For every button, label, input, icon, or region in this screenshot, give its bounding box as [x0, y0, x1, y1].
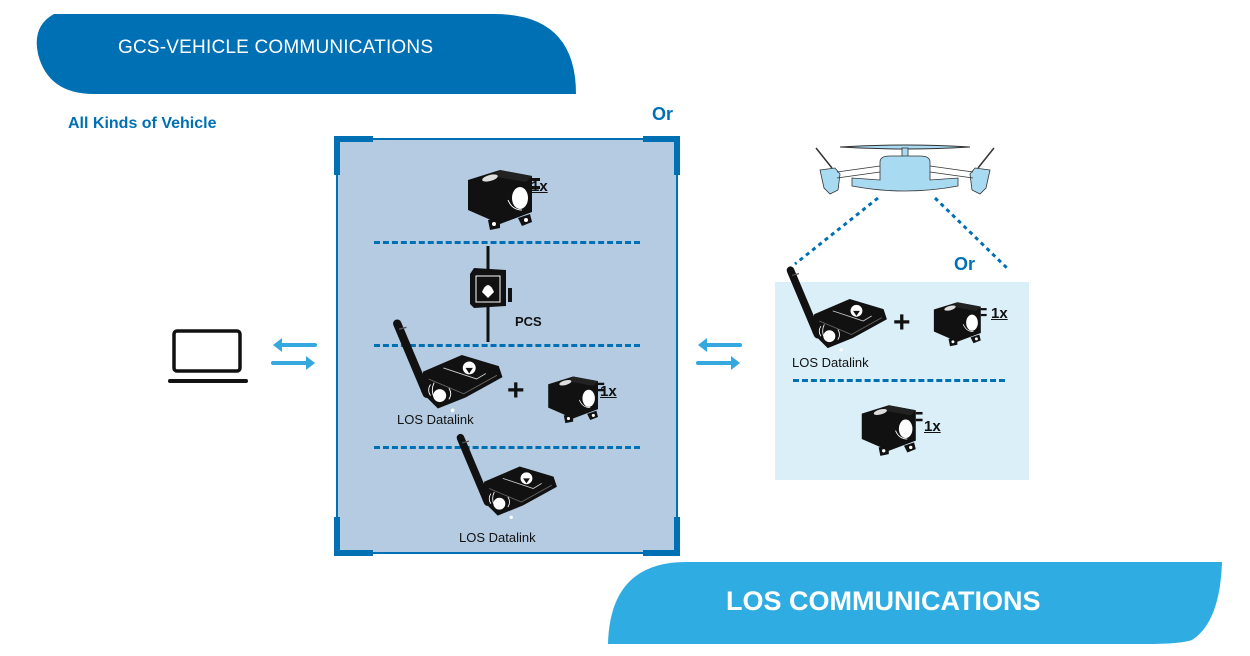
- los-datalink-icon: [388, 316, 508, 418]
- option-divider: [793, 379, 1005, 382]
- quantity-label: 1x: [991, 305, 1008, 322]
- los-datalink-label: LOS Datalink: [397, 412, 474, 427]
- los-datalink-label: LOS Datalink: [459, 530, 536, 545]
- los-datalink-label: LOS Datalink: [792, 355, 869, 370]
- option-divider: [374, 241, 640, 244]
- los-datalink-icon: [782, 262, 892, 358]
- footer-title: LOS COMMUNICATIONS: [726, 586, 1041, 616]
- or-label: Or: [954, 254, 976, 274]
- bidirectional-arrows-icon: [269, 335, 319, 375]
- quantity-label: 1x: [531, 178, 548, 195]
- footer-banner: [608, 562, 1222, 644]
- bidirectional-arrows-icon: [694, 335, 744, 375]
- los-datalink-icon: [452, 430, 562, 525]
- header-banner: [36, 14, 576, 94]
- pcs-label: PCS: [515, 314, 542, 329]
- or-label: Or: [652, 104, 674, 124]
- plus-operator: +: [893, 306, 911, 339]
- autopilot-module-icon: [460, 162, 550, 232]
- link-dotted-lines: [794, 196, 1011, 272]
- vehicle-subtitle: All Kinds of Vehicle: [68, 115, 217, 132]
- option-divider: [374, 344, 640, 347]
- autopilot-module-icon: [928, 296, 994, 348]
- drone-icon: [815, 144, 995, 195]
- gcs-options-box-frame: [334, 136, 680, 556]
- quantity-label: 1x: [924, 418, 941, 435]
- autopilot-module-icon: [855, 398, 931, 458]
- quantity-label: 1x: [600, 383, 617, 400]
- option-divider: [374, 446, 640, 449]
- header-title: GCS-VEHICLE COMMUNICATIONS: [118, 37, 434, 58]
- pcs-device-icon: [470, 246, 512, 342]
- laptop-icon: [168, 329, 248, 383]
- plus-operator: +: [507, 374, 525, 407]
